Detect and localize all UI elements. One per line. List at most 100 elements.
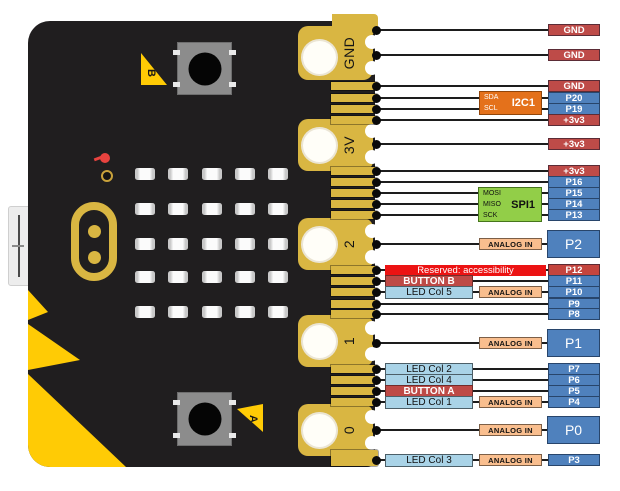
wire-dot <box>371 25 381 35</box>
analog-in-note: ANALOG IN <box>479 337 542 349</box>
pin-label-P4: P4 <box>548 396 600 408</box>
edge-pin-P14 <box>331 200 378 208</box>
led-3-1 <box>168 271 188 283</box>
led-2-3 <box>235 238 255 250</box>
wire-P19 <box>374 108 548 110</box>
button-b-leg-icon <box>173 50 180 55</box>
microphone-led-icon <box>93 152 110 164</box>
edge-pin-+3v3 <box>331 116 378 124</box>
led-4-1 <box>168 306 188 318</box>
i2c-scl-label: SCL <box>484 105 498 112</box>
button-b-label-triangle: B <box>141 53 167 85</box>
wire-dot <box>371 50 381 60</box>
led-3-0 <box>135 271 155 283</box>
wire-dot <box>371 239 381 249</box>
analog-in-note: ANALOG IN <box>479 396 542 408</box>
led-0-1 <box>168 168 188 180</box>
wire-dot <box>371 338 381 348</box>
edge-pin-P4 <box>331 398 378 406</box>
spi-miso-label: MISO <box>483 201 501 208</box>
wire-P1 <box>374 342 548 344</box>
button-b-label: B <box>144 68 157 77</box>
edge-pin-P16 <box>331 178 378 186</box>
pin-label-GND: GND <box>548 80 600 92</box>
wire-P0 <box>374 429 548 431</box>
button-a-leg-icon <box>173 433 180 438</box>
edge-pad-1 <box>298 315 373 367</box>
led-4-3 <box>235 306 255 318</box>
analog-in-note: ANALOG IN <box>479 454 542 466</box>
wire-dot <box>371 375 381 385</box>
led-2-2 <box>202 238 222 250</box>
wire-dot <box>371 199 381 209</box>
edge-pin-P5 <box>331 387 378 395</box>
led-1-2 <box>202 203 222 215</box>
edge-pad-2 <box>298 218 373 270</box>
reserved-note: Reserved: accessibility <box>385 264 546 276</box>
pin-label-P10: P10 <box>548 286 600 298</box>
wire-P20 <box>374 97 548 99</box>
edge-notch <box>365 61 379 75</box>
wire-P13 <box>374 214 548 216</box>
wire-dot <box>371 386 381 396</box>
led-col-note: LED Col 1 <box>385 395 473 409</box>
pin-label-P13: P13 <box>548 209 600 221</box>
wire-dot <box>371 210 381 220</box>
edge-pad-hole-1 <box>301 322 338 360</box>
edge-pin-P3 <box>331 450 378 466</box>
wire-dot <box>371 139 381 149</box>
analog-in-note: ANALOG IN <box>479 238 542 250</box>
edge-pin-P7 <box>331 365 378 373</box>
button-a-leg-icon <box>173 400 180 405</box>
wire-dot <box>371 177 381 187</box>
led-1-3 <box>235 203 255 215</box>
pin-label-P8: P8 <box>548 308 600 320</box>
wire-P9 <box>374 303 548 305</box>
edge-pad-label-text-0: 0 <box>341 425 357 435</box>
led-3-4 <box>268 271 288 283</box>
edge-pin-P6 <box>331 376 378 384</box>
corner-zigzag-decoration <box>28 290 126 467</box>
spi-sck-label: SCK <box>483 212 498 219</box>
edge-pad-3V <box>298 119 373 171</box>
touch-logo-dot <box>87 225 101 238</box>
microphone-hole <box>101 170 113 182</box>
wire-P8 <box>374 313 548 315</box>
wire-GND <box>374 54 548 56</box>
wire-dot <box>371 287 381 297</box>
pin-label-P1: P1 <box>547 329 600 357</box>
analog-in-note: ANALOG IN <box>479 286 542 298</box>
wire-+3v3 <box>374 143 548 145</box>
led-0-0 <box>135 168 155 180</box>
wire-dot <box>371 309 381 319</box>
led-2-1 <box>168 238 188 250</box>
edge-pad-label-text-1: 1 <box>341 336 357 346</box>
wire-GND <box>374 85 548 87</box>
pin-label-GND: GND <box>548 49 600 61</box>
button-a-label-triangle: A <box>237 404 263 432</box>
edge-pad-label-text-GND: GND <box>341 36 357 70</box>
edge-pin-P13 <box>331 211 378 219</box>
led-1-1 <box>168 203 188 215</box>
led-1-4 <box>268 203 288 215</box>
pin-label-+3v3: +3v3 <box>548 114 600 126</box>
wire-dot <box>371 188 381 198</box>
button-a-label: A <box>247 415 260 424</box>
usb-connector-tab <box>12 245 24 247</box>
wire-dot <box>371 93 381 103</box>
wire-dot <box>371 364 381 374</box>
led-3-3 <box>235 271 255 283</box>
edge-notch <box>365 436 379 450</box>
wire-+3v3 <box>374 119 548 121</box>
led-4-2 <box>202 306 222 318</box>
led-1-0 <box>135 203 155 215</box>
button-b-leg-icon <box>229 82 236 87</box>
pin-label-+3v3: +3v3 <box>548 138 600 150</box>
i2c-group-box: SDA SCL I2C1 <box>479 91 542 115</box>
edge-pad-label-text-2: 2 <box>341 239 357 249</box>
led-0-2 <box>202 168 222 180</box>
edge-pin-P15 <box>331 189 378 197</box>
led-4-0 <box>135 306 155 318</box>
wire-P16 <box>374 181 548 183</box>
